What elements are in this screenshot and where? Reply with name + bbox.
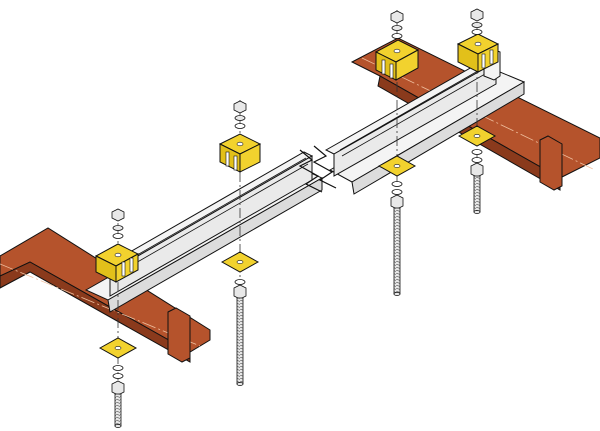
clip-4 [456, 33, 500, 73]
plate-2 [220, 251, 260, 273]
clip-2 [218, 133, 262, 173]
clip-3 [374, 39, 420, 81]
bolt-2 [233, 284, 247, 386]
plate-3 [377, 155, 417, 177]
beam-main [84, 47, 526, 313]
bolt-1 [111, 380, 125, 428]
plate-4 [457, 125, 497, 147]
bolt-3 [390, 194, 404, 296]
lower-washers [112, 149, 483, 379]
clip-1 [94, 243, 140, 283]
top-hardware [111, 8, 484, 239]
bolt-4 [470, 162, 484, 214]
plate-1 [98, 337, 138, 359]
